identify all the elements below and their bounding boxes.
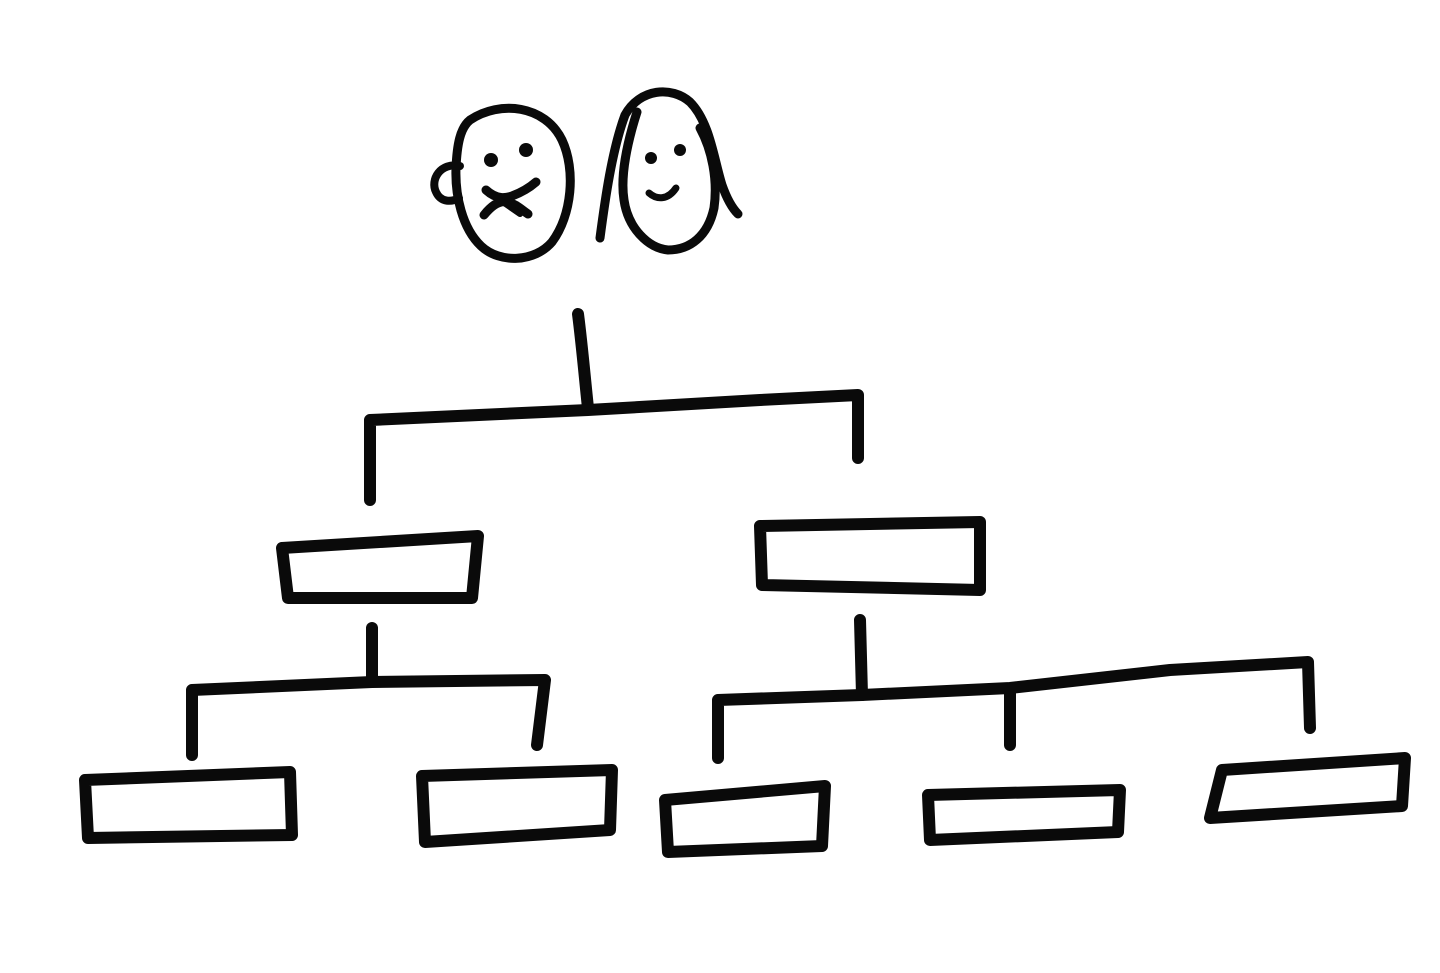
left-branch-connector (186, 622, 551, 761)
right-branch-connector (712, 614, 1316, 764)
tree-node-box (79, 766, 298, 844)
tree-node-box (922, 784, 1126, 846)
tree-node-box (276, 530, 484, 604)
woman-face-icon (595, 87, 743, 255)
generation-2 (79, 752, 1411, 858)
parents-group (430, 87, 743, 263)
man-face-icon (430, 103, 575, 263)
tree-node-box (1204, 752, 1411, 824)
tree-node-box (659, 780, 831, 858)
tree-node-box (416, 764, 618, 848)
root-connector (364, 308, 864, 506)
tree-node-box (754, 516, 986, 596)
generation-1 (276, 516, 986, 604)
